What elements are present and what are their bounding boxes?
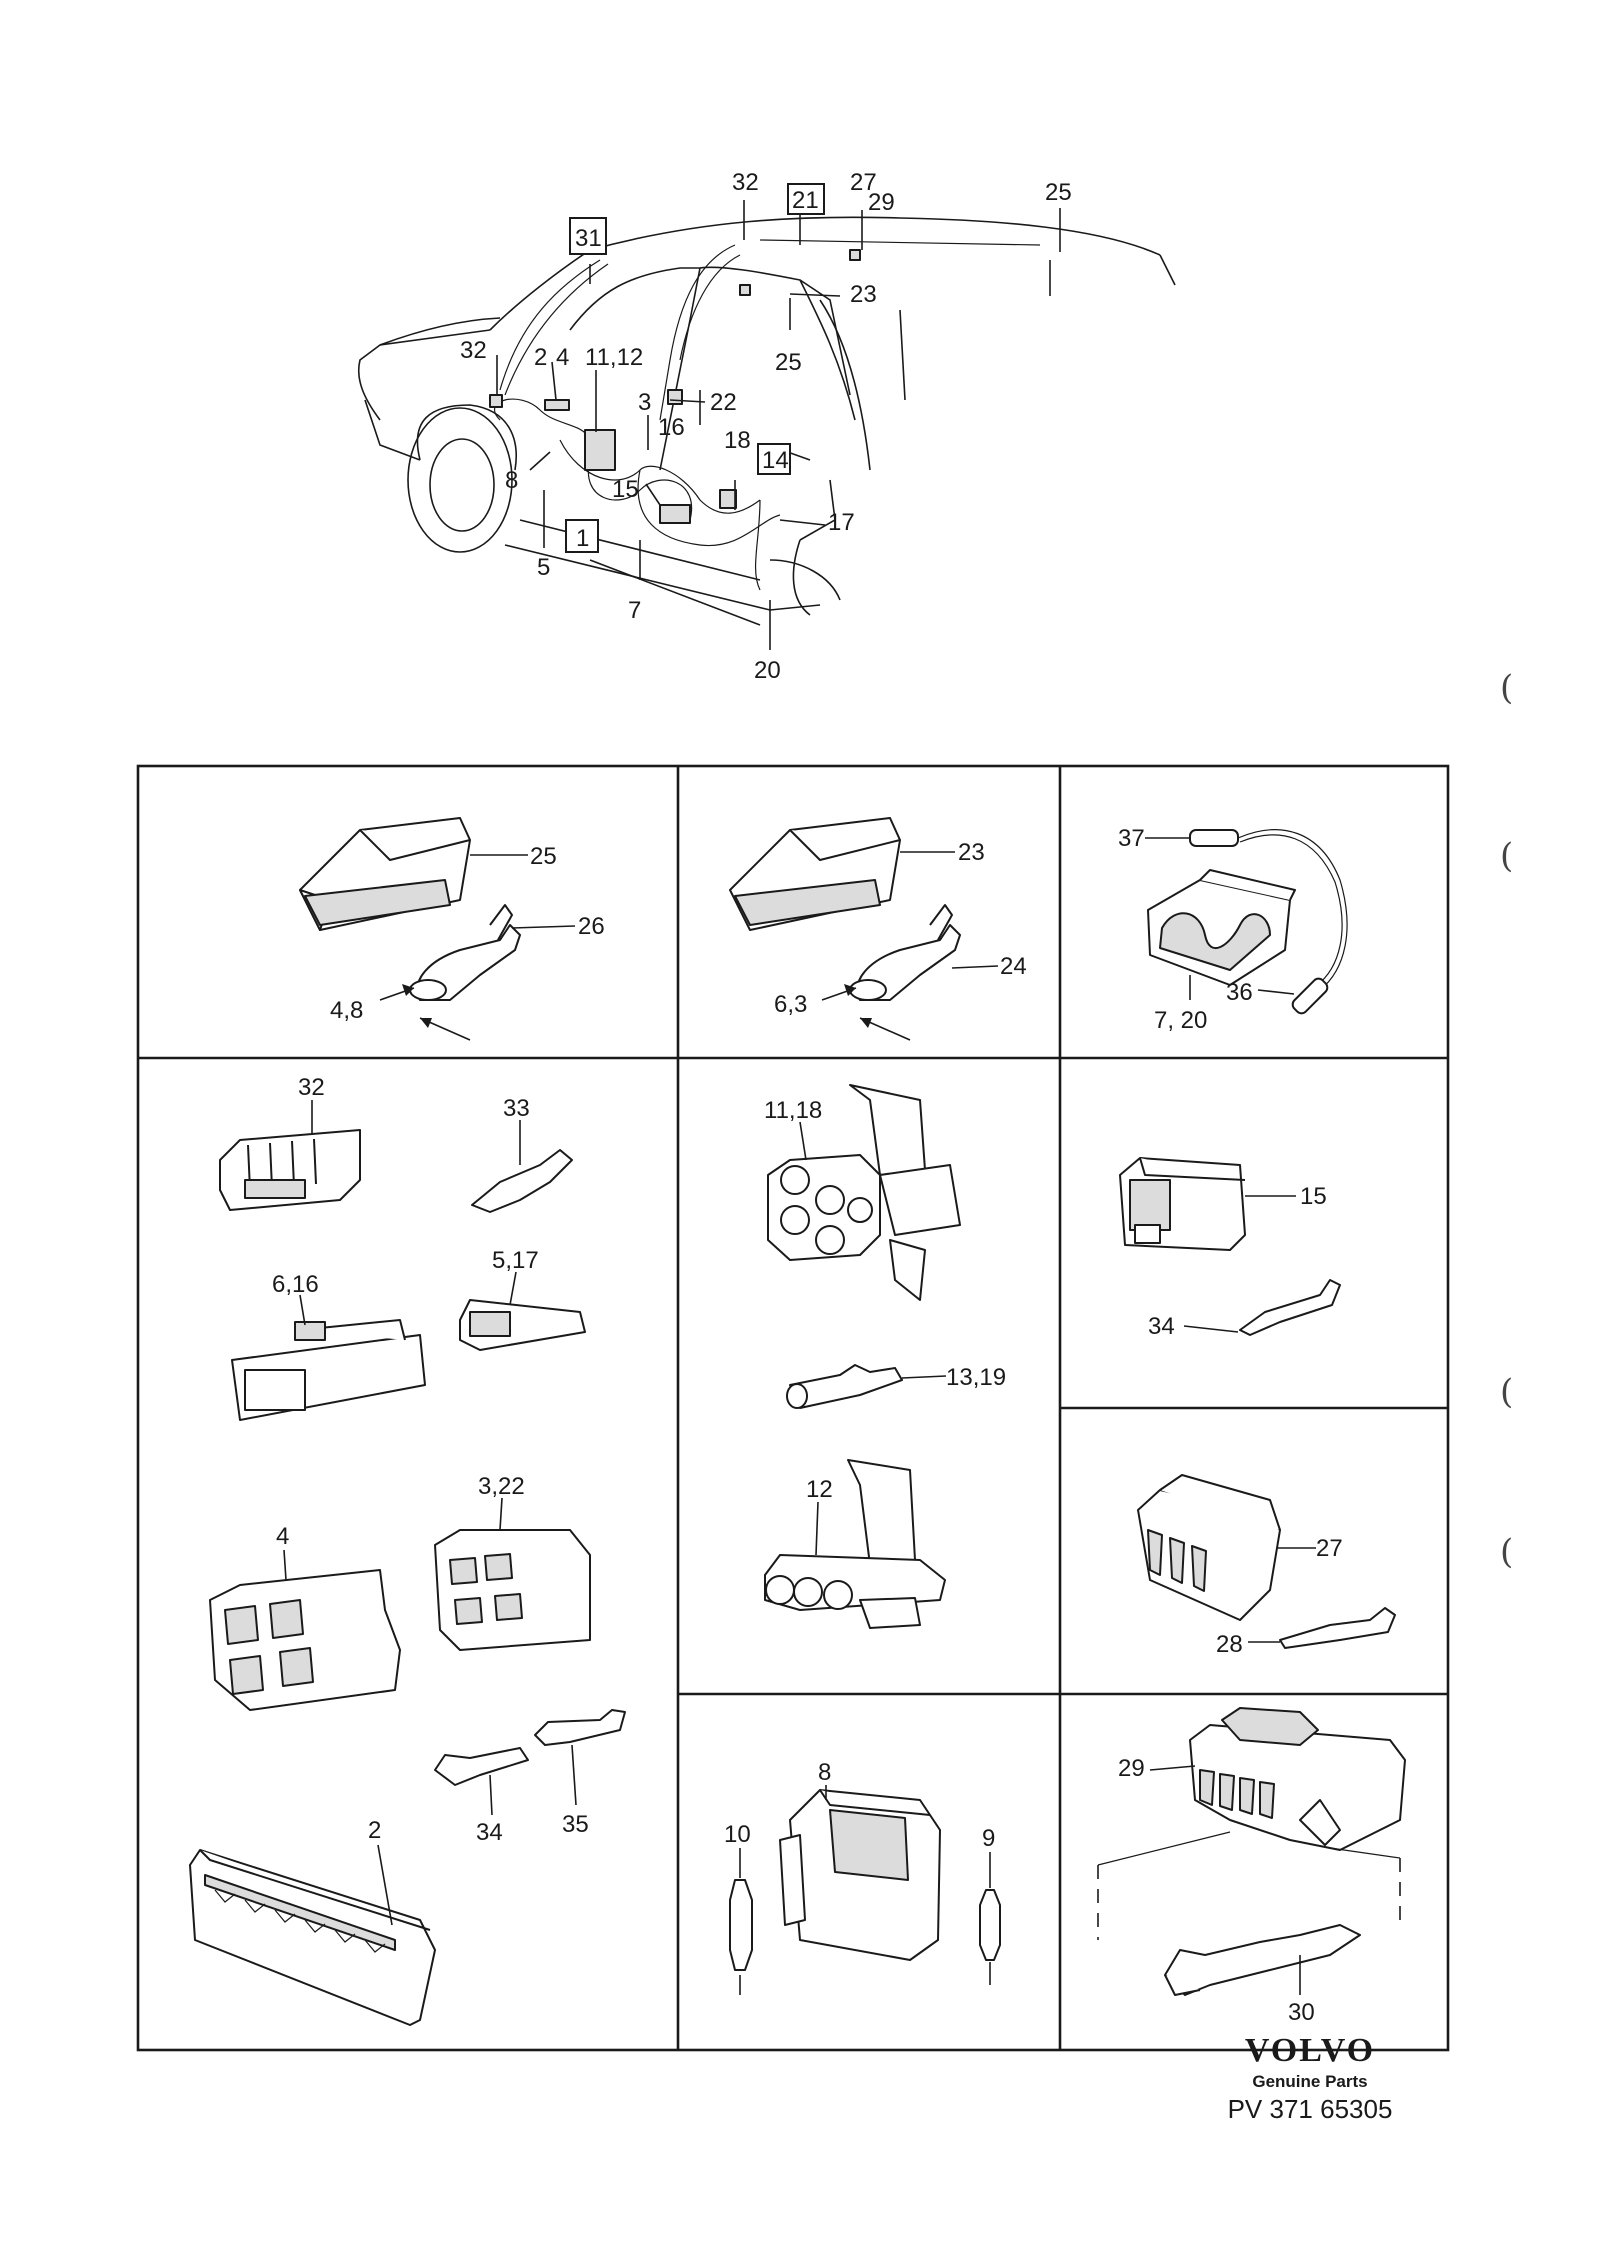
callout: 27 bbox=[850, 169, 877, 196]
panel-relay-socket: 8 10 9 bbox=[724, 1759, 1001, 1995]
footer-brand: VOLVO Genuine Parts PV 371 65305 bbox=[1190, 2032, 1430, 2125]
panel-connector-15: 15 34 bbox=[1119, 1157, 1341, 1340]
callout: 4 bbox=[276, 1523, 289, 1550]
callout: 23 bbox=[850, 281, 877, 308]
callout: 3 bbox=[638, 389, 651, 416]
brand-tagline: Genuine Parts bbox=[1252, 2072, 1368, 2091]
callout: 32 bbox=[732, 169, 759, 196]
drawing-code: PV 371 65305 bbox=[1227, 2094, 1393, 2124]
panel-connector-23: 23 24 6,3 bbox=[729, 817, 1027, 1041]
parts-grid bbox=[136, 764, 1450, 2052]
callout: 26 bbox=[578, 913, 605, 940]
callout: 27 bbox=[1316, 1535, 1343, 1562]
callout: 12 bbox=[806, 1476, 833, 1503]
panel-connector-25: 25 26 4,8 bbox=[299, 817, 605, 1041]
callout: 33 bbox=[503, 1095, 530, 1122]
callout: 29 bbox=[868, 189, 895, 216]
callout: 32 bbox=[460, 337, 487, 364]
callout: 11,18 bbox=[764, 1097, 822, 1124]
volvo-logo: VOLVO bbox=[1244, 2032, 1376, 2069]
callout: 8 bbox=[505, 467, 518, 494]
callout: 28 bbox=[1216, 1631, 1243, 1658]
callout: 18 bbox=[724, 427, 751, 454]
callout: 6,3 bbox=[774, 991, 807, 1018]
callout: 4,8 bbox=[330, 997, 363, 1024]
callout-boxed: 1 bbox=[576, 525, 589, 552]
callout: 29 bbox=[1118, 1755, 1145, 1782]
callout: 4 bbox=[556, 344, 569, 371]
callout: 9 bbox=[982, 1825, 995, 1852]
callout: 13,19 bbox=[946, 1364, 1006, 1391]
callout: 24 bbox=[1000, 953, 1027, 980]
callout: 6,16 bbox=[272, 1271, 319, 1298]
callout: 20 bbox=[754, 657, 781, 684]
callout: 2 bbox=[534, 344, 547, 371]
callout: 25 bbox=[1045, 179, 1072, 206]
callout: 5,17 bbox=[492, 1247, 539, 1274]
callout: 7, 20 bbox=[1154, 1007, 1207, 1034]
panel-connector-27: 27 28 bbox=[1137, 1474, 1396, 1658]
panel-fuse-holder: 37 36 7, 20 bbox=[1118, 825, 1348, 1034]
callout: 25 bbox=[530, 843, 557, 870]
car-overview: 32 21 27 29 25 31 23 25 32 2 4 11,12 3 2… bbox=[357, 169, 1176, 684]
callout-boxed: 14 bbox=[762, 447, 789, 474]
margin-mark: ( bbox=[1500, 836, 1514, 876]
callout: 11,12 bbox=[585, 344, 643, 371]
callout-boxed: 31 bbox=[575, 225, 602, 252]
callout: 7 bbox=[628, 597, 641, 624]
callout: 23 bbox=[958, 839, 985, 866]
callout: 30 bbox=[1288, 1999, 1315, 2026]
callout: 17 bbox=[828, 509, 855, 536]
callout: 22 bbox=[710, 389, 737, 416]
callout: 36 bbox=[1226, 979, 1253, 1006]
callout: 15 bbox=[1300, 1183, 1327, 1210]
callout: 15 bbox=[612, 476, 639, 503]
callout: 35 bbox=[562, 1811, 589, 1838]
callout: 32 bbox=[298, 1074, 325, 1101]
callout: 37 bbox=[1118, 825, 1145, 852]
callout: 8 bbox=[818, 1759, 831, 1786]
callout: 10 bbox=[724, 1821, 751, 1848]
callout: 3,22 bbox=[478, 1473, 525, 1500]
callout: 34 bbox=[1148, 1313, 1175, 1340]
callout-boxed: 21 bbox=[792, 187, 819, 214]
callout: 16 bbox=[658, 414, 685, 441]
callout: 5 bbox=[537, 554, 550, 581]
panel-connectors-left: 32 33 6,16 5,17 4 3,22 34 35 bbox=[189, 1074, 626, 2026]
callout: 2 bbox=[368, 1817, 381, 1844]
margin-mark: ( bbox=[1500, 1532, 1514, 1572]
margin-mark: ( bbox=[1500, 668, 1514, 708]
panel-connector-29: 29 30 bbox=[1097, 1707, 1406, 2026]
panel-connectors-middle: 11,18 13,19 12 bbox=[764, 1084, 1006, 1629]
margin-mark: ( bbox=[1500, 1372, 1514, 1412]
callout: 34 bbox=[476, 1819, 503, 1846]
callout: 25 bbox=[775, 349, 802, 376]
